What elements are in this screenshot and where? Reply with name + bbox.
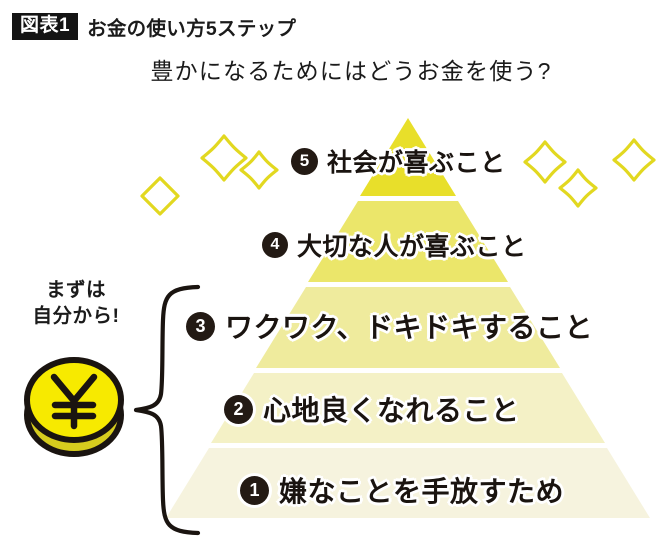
brace-path — [133, 284, 201, 536]
tier-number-2: 2 — [224, 394, 253, 424]
sparkle-icon — [612, 138, 656, 182]
tier-number-1: 1 — [240, 475, 269, 505]
side-annotation-line1: まずは — [45, 279, 106, 301]
yen-symbol — [50, 373, 98, 430]
tier-text-3: ワクワク、ドキドキすること — [223, 310, 594, 345]
pyramid-tier-4 — [308, 201, 508, 282]
yen-coin-icon — [24, 357, 124, 457]
tier-number-3: 3 — [186, 311, 215, 341]
tier-text-2: 心地良くなれること — [261, 393, 521, 428]
pyramid-tier-1 — [166, 448, 650, 518]
sparkle-icon — [523, 140, 567, 184]
tier-number-4: 4 — [262, 232, 288, 258]
tier-label-3: 3 ワクワク、ドキドキすること — [186, 306, 594, 346]
figure-badge: 図表1 — [12, 13, 79, 40]
subtitle: 豊かになるためにはどうお金を使う? — [150, 58, 552, 84]
sparkle-icon — [200, 134, 248, 182]
tier-text-4: 大切な人が喜ぶこと — [295, 231, 528, 263]
sparkle-icon — [558, 168, 598, 208]
tier-number-5: 5 — [291, 147, 318, 175]
tier-text-5: 社会が喜ぶこと — [325, 147, 507, 179]
pyramid-tier-2 — [211, 373, 605, 443]
sparkle-icon — [239, 150, 279, 190]
header: 図表1 お金の使い方5ステップ — [12, 12, 296, 41]
sparkle-icon — [140, 176, 180, 216]
pyramid-tier-5 — [360, 118, 456, 196]
tier-label-1: 1 嫌なことを手放すため — [240, 470, 566, 510]
page-title: お金の使い方5ステップ — [87, 18, 297, 40]
tier-label-2: 2 心地良くなれること — [224, 389, 521, 429]
curly-brace-icon — [133, 284, 201, 536]
tier-text-1: 嫌なことを手放すため — [277, 474, 566, 509]
side-annotation-line2: 自分から! — [32, 304, 120, 327]
pyramid-tier-3 — [256, 287, 560, 368]
tier-label-5: 5 社会が喜ぶこと — [291, 143, 507, 179]
side-annotation: まずは 自分から! — [18, 278, 134, 329]
tier-label-4: 4 大切な人が喜ぶこと — [262, 227, 528, 263]
